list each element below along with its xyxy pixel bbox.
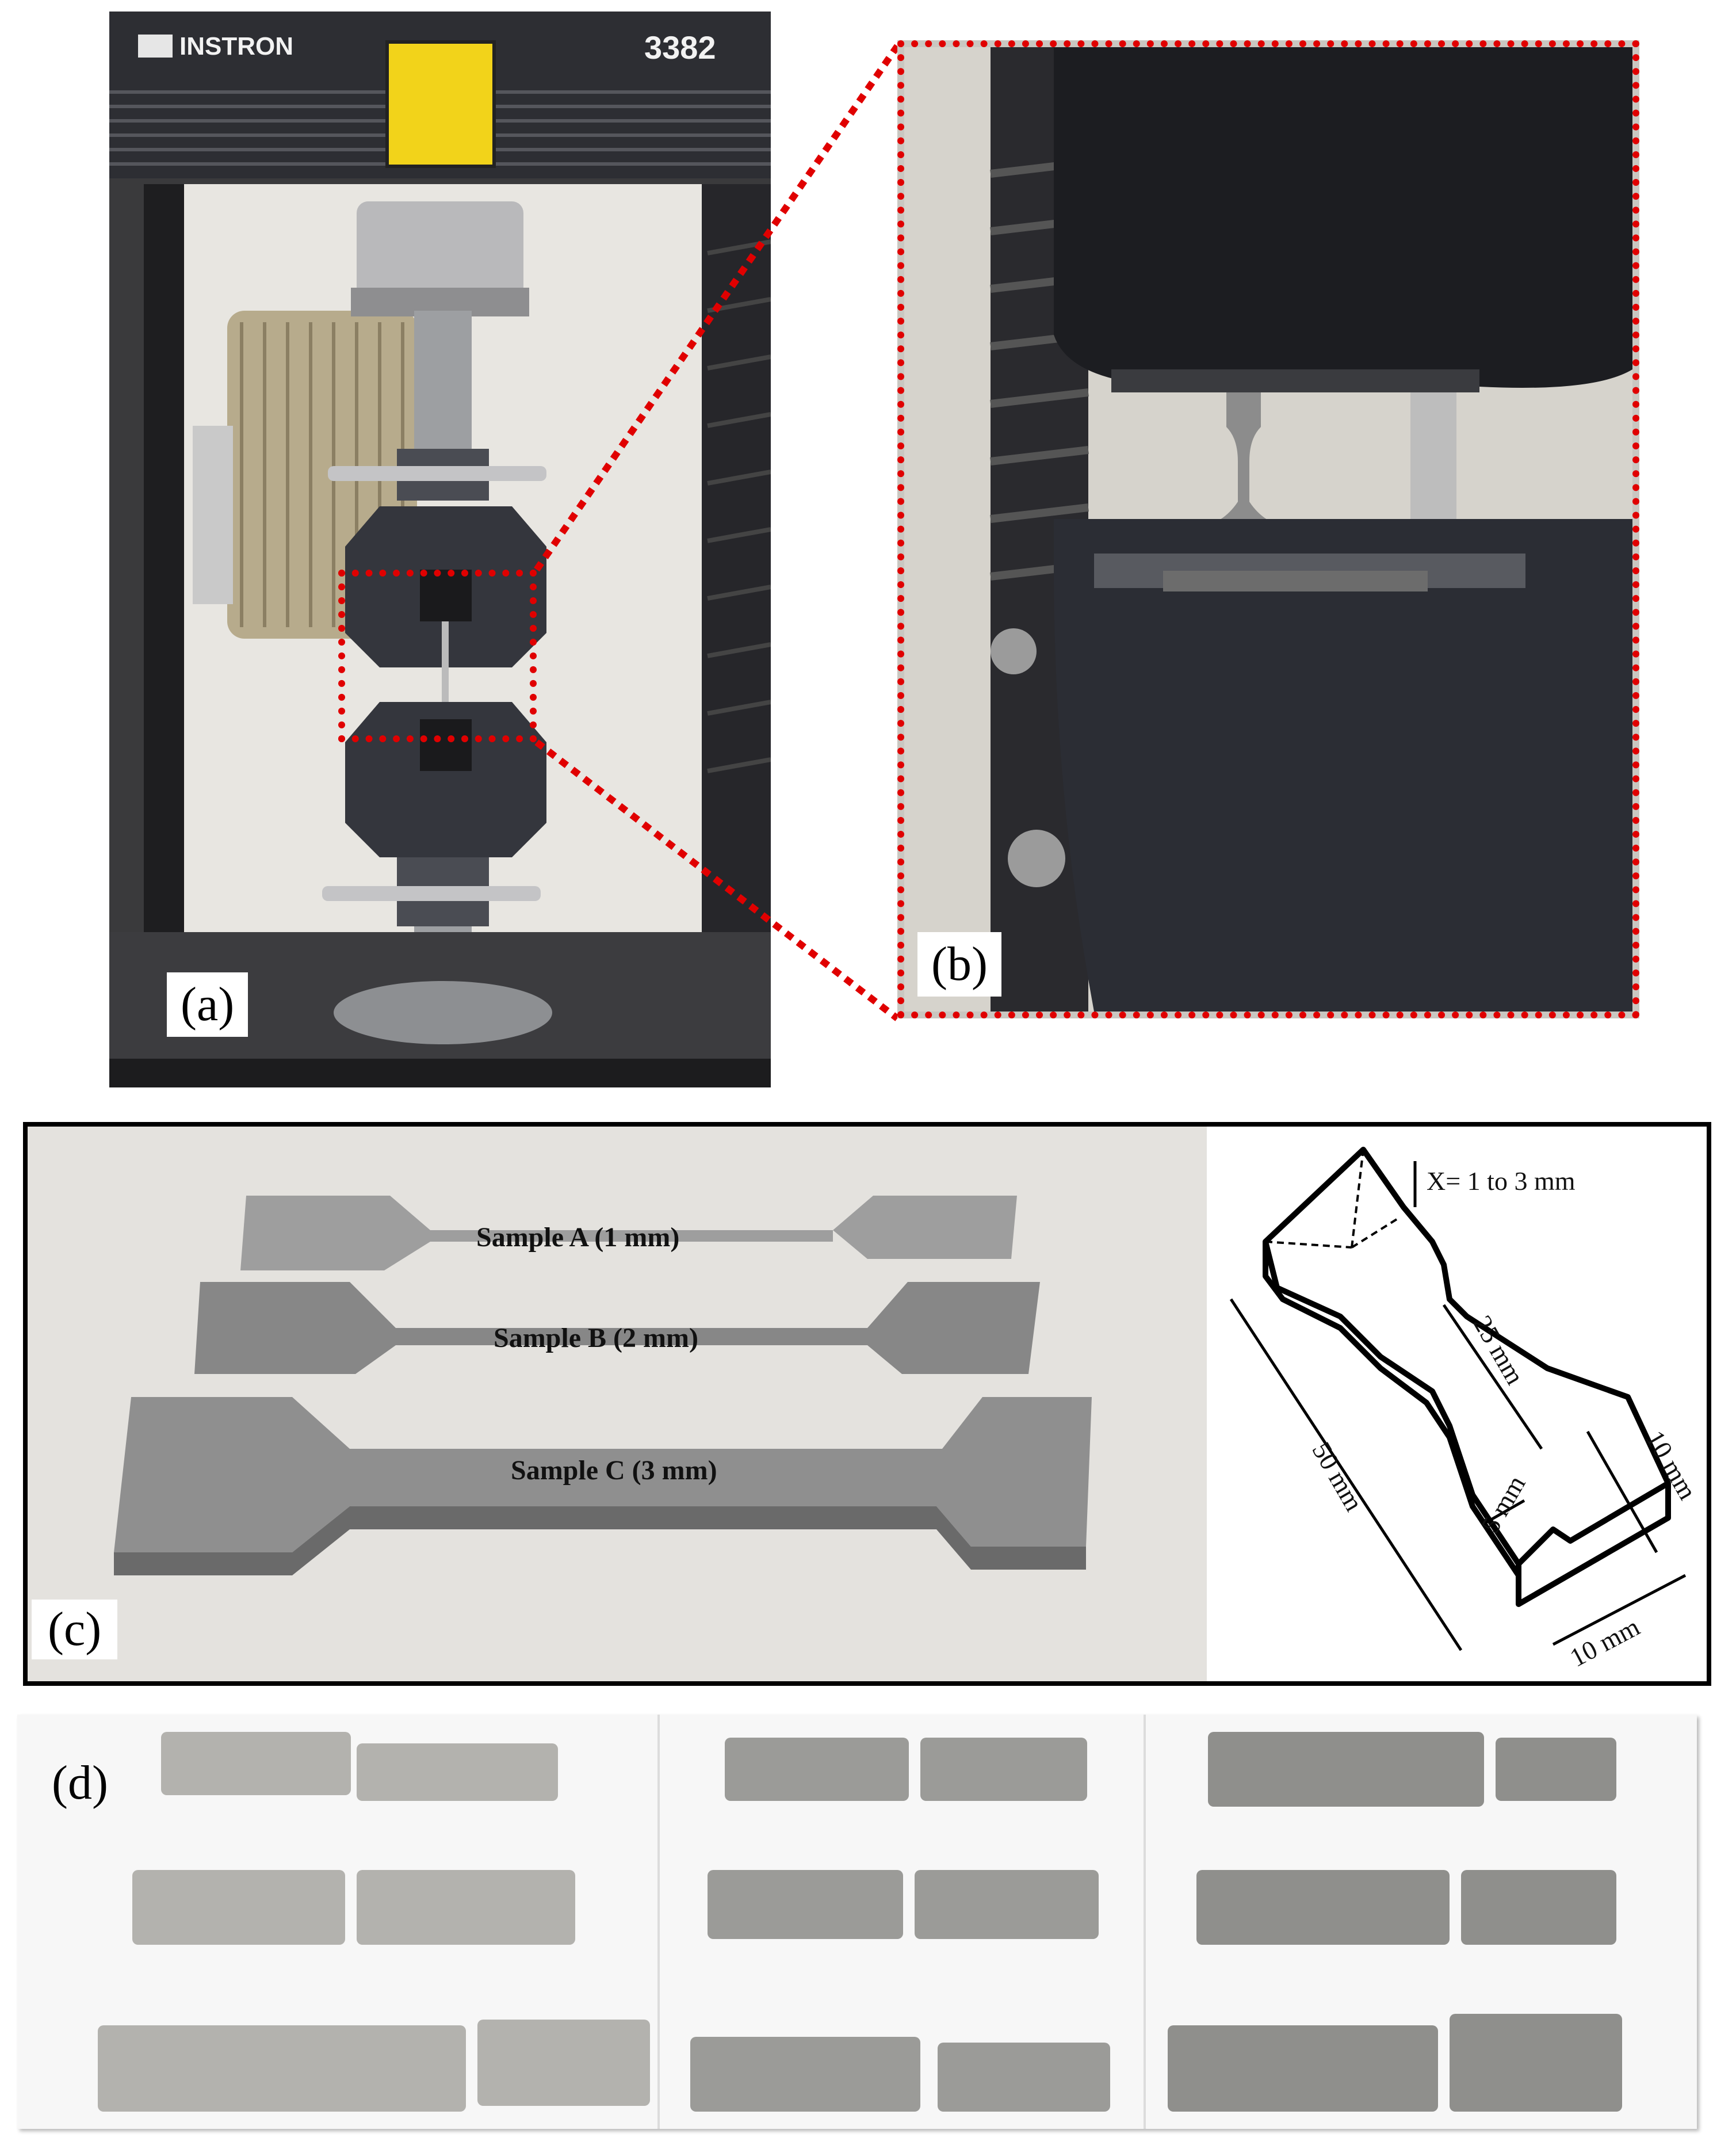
grip-closeup-illustration (904, 47, 1632, 1012)
instron-logo (138, 35, 173, 58)
sample-c-label: Sample C (3 mm) (511, 1455, 717, 1486)
panel-b-photo (897, 40, 1639, 1018)
panel-c-photo: Sample A (1 mm) Sample B (2 mm) Sample C… (28, 1127, 1207, 1681)
panel-c-label: (c) (32, 1600, 118, 1659)
panel-a-label: (a) (167, 972, 248, 1037)
samples-illustration (28, 1127, 1207, 1681)
thickness-dim-label: X= 1 to 3 mm (1427, 1166, 1576, 1196)
fractured-samples-illustration (17, 1715, 1697, 2129)
sample-b-label: Sample B (2 mm) (494, 1323, 698, 1353)
grip-length-dim-label: 10 mm (1565, 1612, 1645, 1673)
forklift-warning-icon (385, 40, 496, 168)
zoom-region-box (338, 570, 537, 742)
panel-b-label: (b) (917, 932, 1001, 997)
panel-d-label: (d) (52, 1756, 108, 1810)
specimen-drawing-svg: X= 1 to 3 mm 25 mm 5 mm 10 mm 50 mm 10 m… (1229, 1147, 1703, 1673)
panel-d-photo (17, 1715, 1697, 2129)
sample-a-label: Sample A (1 mm) (476, 1222, 680, 1253)
gauge-width-dim-label: 5 mm (1475, 1470, 1531, 1538)
machine-brand: INSTRON (179, 32, 293, 60)
zoom-connector-lines (534, 44, 900, 1021)
specimen-drawing: X= 1 to 3 mm 25 mm 5 mm 10 mm 50 mm 10 m… (1208, 1127, 1706, 1681)
total-length-dim-label: 50 mm (1306, 1437, 1369, 1516)
machine-model: 3382 (644, 29, 716, 66)
